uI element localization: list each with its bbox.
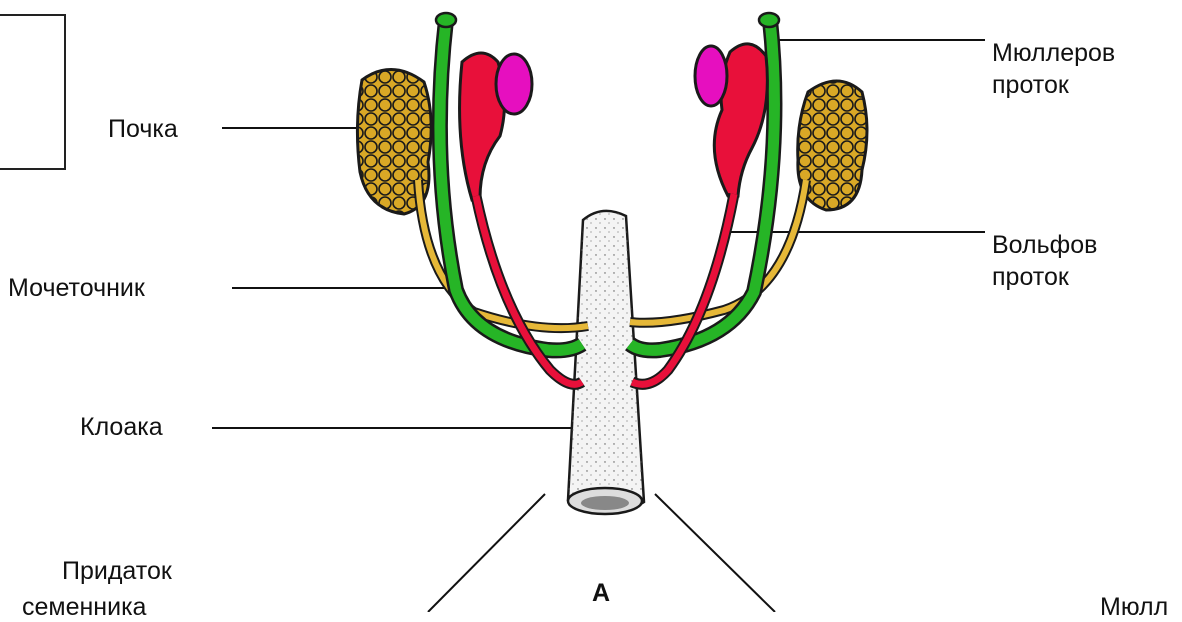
label-kidney: Почка [108,114,178,144]
cloaca [568,211,644,514]
branch-line-left [428,494,545,612]
label-mullerian-line1: Мюллеров [992,38,1115,68]
label-epididymis-line1: Придаток [62,556,172,586]
label-ureter: Мочеточник [8,273,145,303]
label-wolffian-line2: проток [992,262,1069,292]
left-gonad [496,54,532,114]
branch-line-right [655,494,775,612]
label-mullerian-line2: проток [992,70,1069,100]
label-cloaca: Клоака [80,412,163,442]
label-wolffian-line1: Вольфов [992,230,1097,260]
panel-letter: А [592,578,610,608]
label-epididymis-line2: семенника [22,592,146,622]
right-gonad [695,46,727,106]
label-mullerian-cut: Мюлл [1100,592,1168,622]
